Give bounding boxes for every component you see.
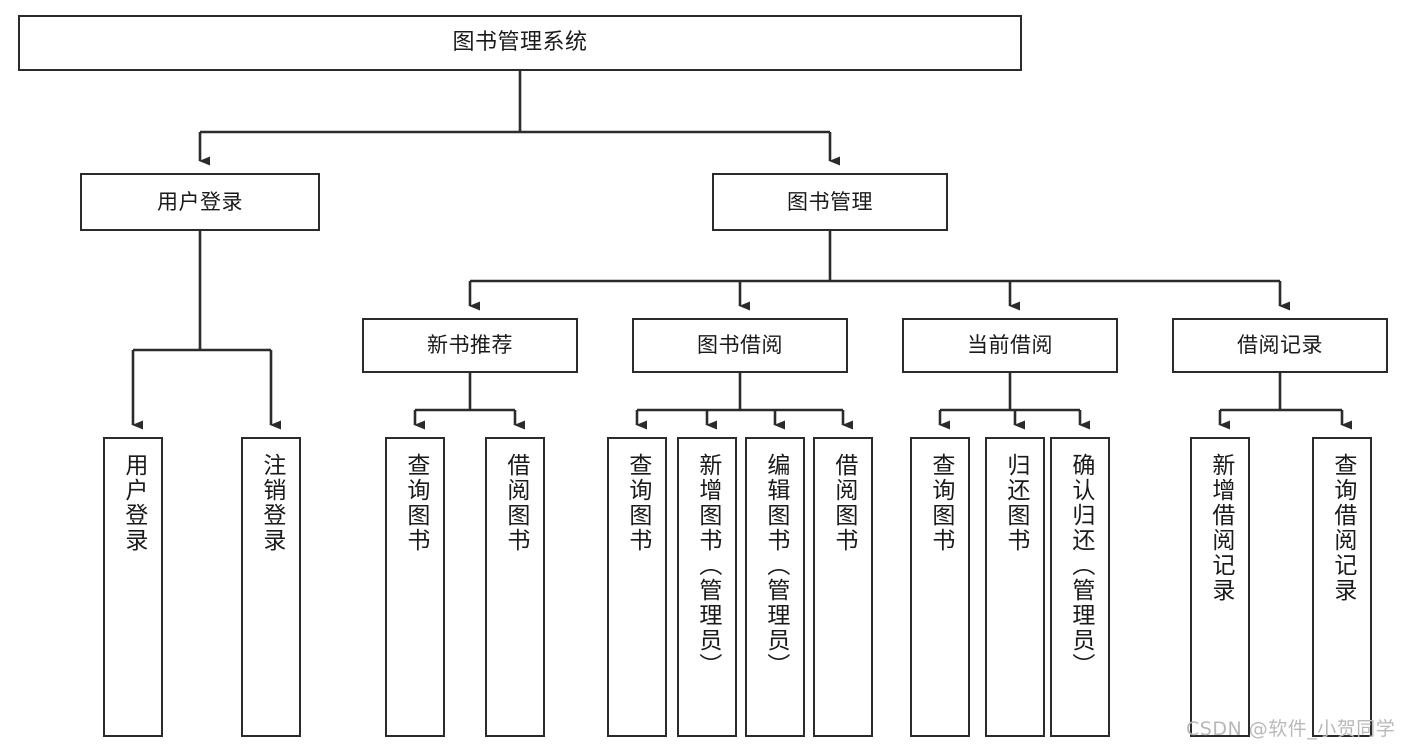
node-label-l_login: 用户登录: [120, 453, 147, 553]
node-label-login: 用户登录: [157, 189, 243, 214]
node-label-l_add: 新增图书（管理员）: [694, 453, 721, 678]
node-label-l_addrec: 新增借阅记录: [1207, 453, 1234, 603]
node-l_edit[interactable]: 编辑图书（管理员）: [745, 437, 805, 737]
node-label-l_q3: 查询图书: [927, 453, 954, 553]
node-l_b1[interactable]: 借阅图书: [485, 437, 545, 737]
node-root[interactable]: 图书管理系统: [18, 15, 1022, 71]
node-label-l_b1: 借阅图书: [502, 453, 529, 553]
node-records[interactable]: 借阅记录: [1172, 318, 1388, 373]
node-label-root: 图书管理系统: [452, 30, 588, 56]
node-current[interactable]: 当前借阅: [902, 318, 1118, 373]
node-newbook[interactable]: 新书推荐: [362, 318, 578, 373]
node-label-bookmgmt: 图书管理: [787, 189, 873, 214]
node-l_confirm[interactable]: 确认归还（管理员）: [1050, 437, 1110, 737]
node-label-l_q2: 查询图书: [624, 453, 651, 553]
node-l_add[interactable]: 新增图书（管理员）: [677, 437, 737, 737]
node-label-newbook: 新书推荐: [427, 333, 513, 358]
node-l_qrec[interactable]: 查询借阅记录: [1312, 437, 1372, 737]
node-l_logout[interactable]: 注销登录: [241, 437, 301, 737]
node-l_q3[interactable]: 查询图书: [910, 437, 970, 737]
node-label-l_return: 归还图书: [1002, 453, 1029, 553]
node-label-l_q1: 查询图书: [402, 453, 429, 553]
node-label-borrow: 图书借阅: [697, 333, 783, 358]
node-label-l_qrec: 查询借阅记录: [1329, 453, 1356, 603]
node-label-l_edit: 编辑图书（管理员）: [762, 453, 789, 678]
node-l_return[interactable]: 归还图书: [985, 437, 1045, 737]
node-label-l_confirm: 确认归还（管理员）: [1067, 453, 1094, 678]
node-label-l_b2: 借阅图书: [830, 453, 857, 553]
node-label-current: 当前借阅: [967, 333, 1053, 358]
node-borrow[interactable]: 图书借阅: [632, 318, 848, 373]
node-l_login[interactable]: 用户登录: [103, 437, 163, 737]
node-l_addrec[interactable]: 新增借阅记录: [1190, 437, 1250, 737]
node-l_b2[interactable]: 借阅图书: [813, 437, 873, 737]
node-label-records: 借阅记录: [1237, 333, 1323, 358]
node-bookmgmt[interactable]: 图书管理: [712, 173, 948, 231]
node-label-l_logout: 注销登录: [258, 453, 285, 553]
node-login[interactable]: 用户登录: [80, 173, 320, 231]
csdn-watermark: CSDN @软件_小贺同学: [1186, 718, 1396, 740]
node-l_q1[interactable]: 查询图书: [385, 437, 445, 737]
node-l_q2[interactable]: 查询图书: [607, 437, 667, 737]
